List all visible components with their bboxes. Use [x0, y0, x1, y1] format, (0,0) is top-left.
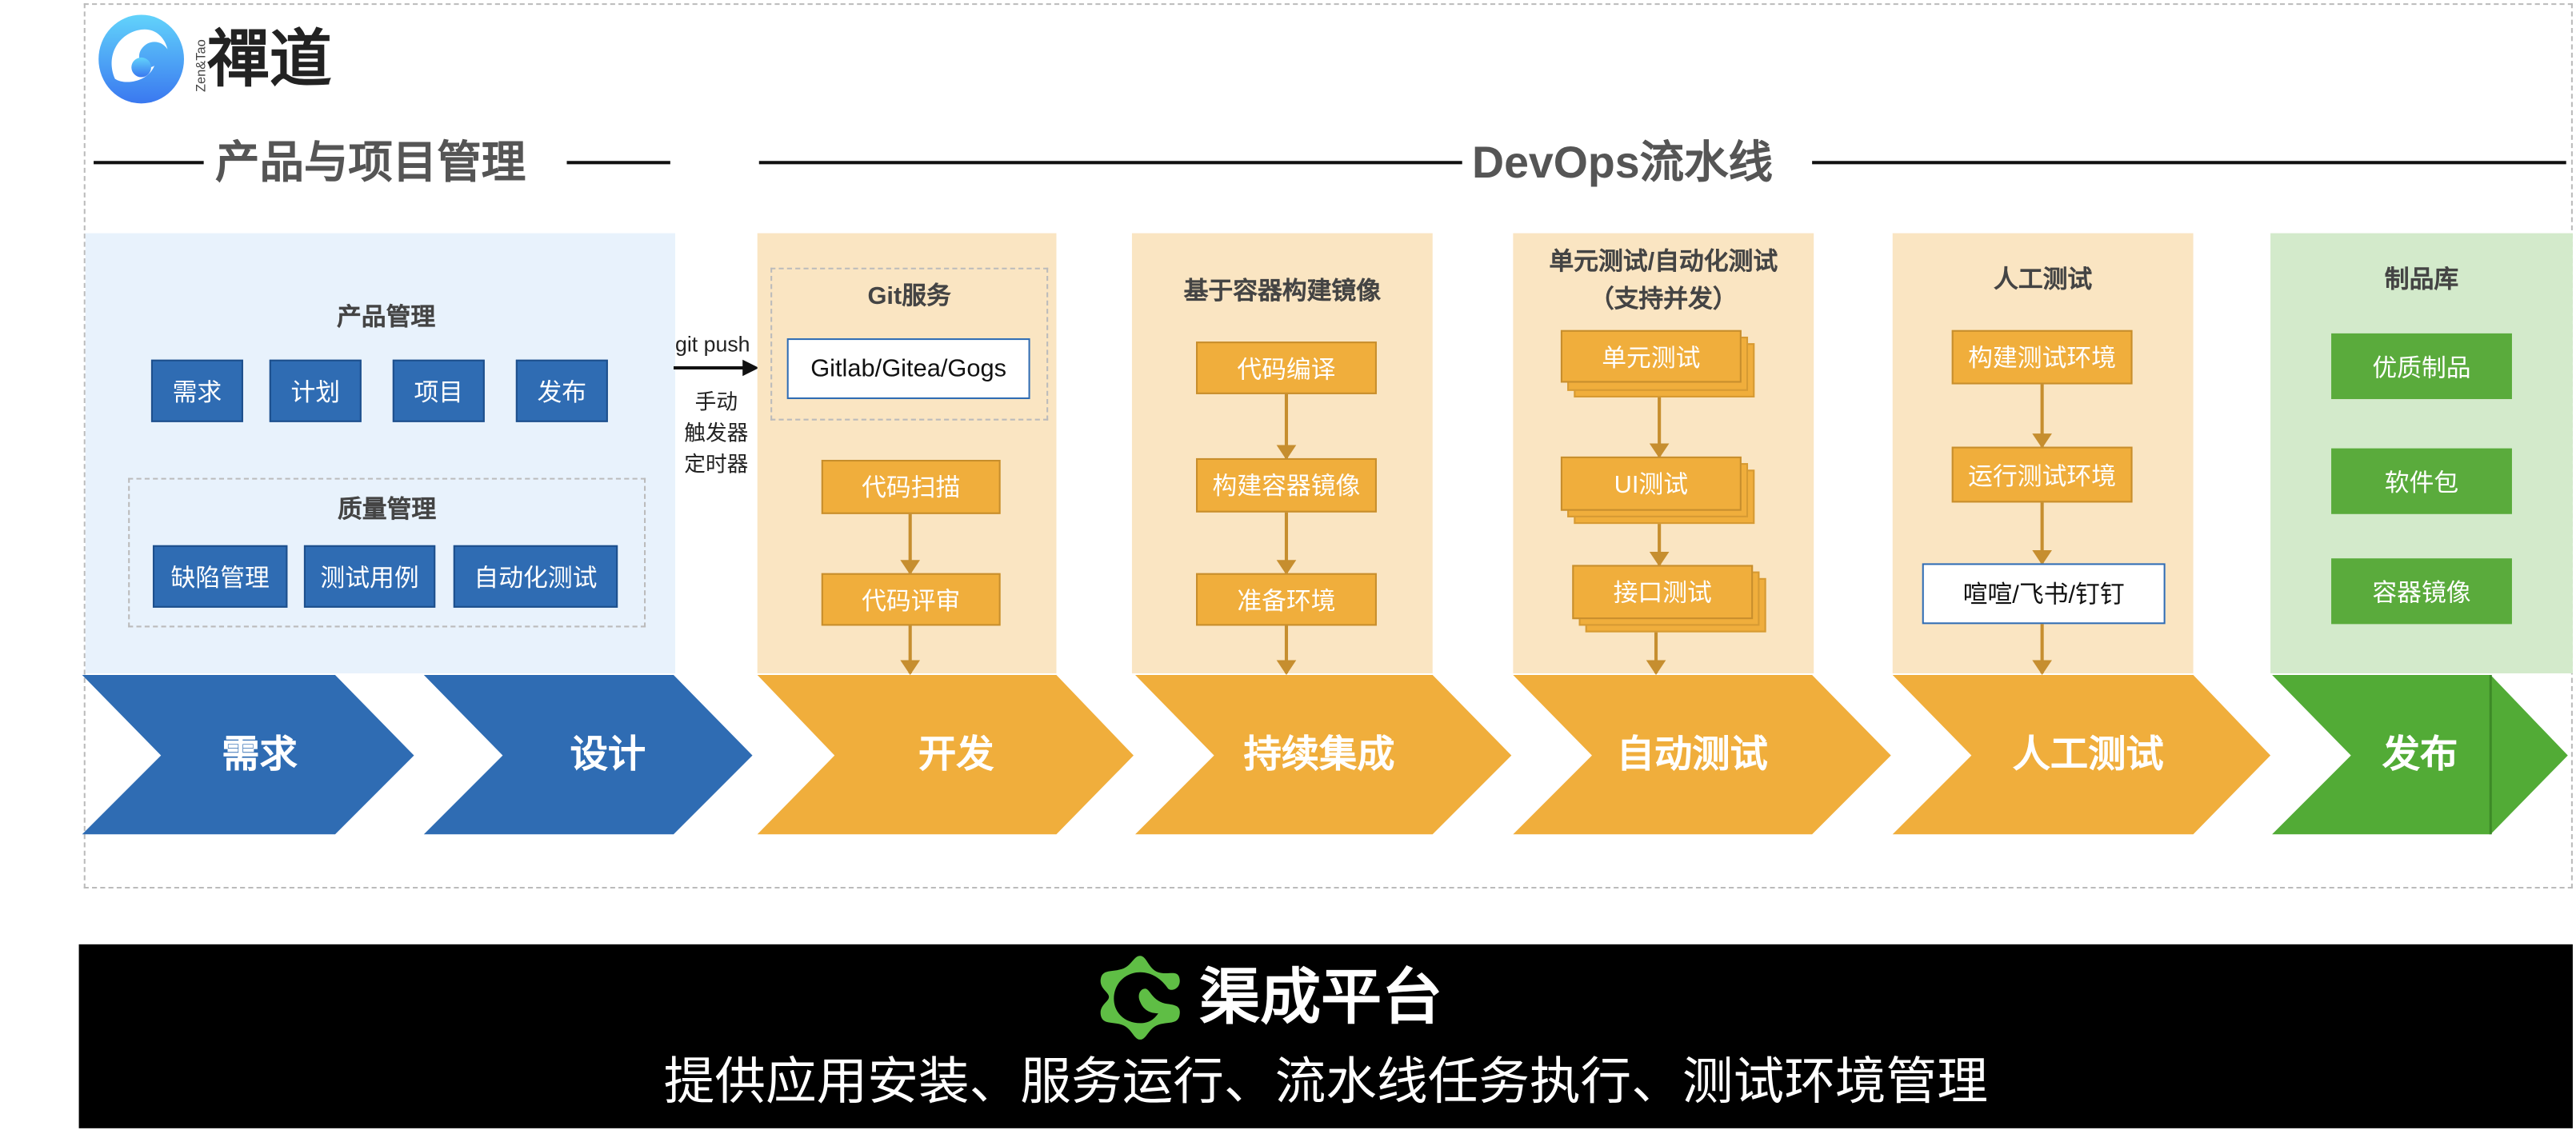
divider — [1812, 161, 2566, 165]
chevron-manualtest — [1892, 675, 2271, 835]
quickon-logo-icon — [1100, 956, 1180, 1040]
trigger-manual: 手动 — [694, 389, 738, 414]
manual-test-title: 人工测试 — [1994, 266, 2093, 294]
chevron-design — [423, 675, 753, 835]
trigger-timer: 定时器 — [684, 451, 749, 477]
ci-title: 基于容器构建镜像 — [1183, 278, 1382, 305]
trigger-list: 手动 触发器 定时器 — [675, 386, 758, 480]
git-service-title: Git服务 — [867, 282, 951, 311]
arrow-down-icon — [1276, 512, 1297, 575]
arrow-down-icon — [2032, 624, 2052, 676]
chevron-release — [2272, 675, 2568, 835]
api-test-step: 接口测试 — [1572, 565, 1754, 620]
platform-banner — [78, 944, 2573, 1128]
demand-button[interactable]: 需求 — [150, 359, 243, 422]
testcase-button[interactable]: 测试用例 — [303, 545, 436, 608]
ui-test-step: UI测试 — [1560, 456, 1742, 511]
stage-develop-label: 开发 — [918, 732, 994, 776]
chevron-develop — [757, 675, 1134, 835]
arrow-down-icon — [2032, 384, 2052, 449]
build-test-env-step: 构建测试环境 — [1951, 329, 2133, 385]
stage-release-label: 发布 — [2382, 732, 2458, 776]
arrow-down-icon — [1649, 397, 1670, 458]
release-button[interactable]: 发布 — [515, 359, 608, 422]
prepare-env-step: 准备环境 — [1196, 573, 1377, 626]
autotest-button[interactable]: 自动化测试 — [453, 545, 618, 608]
git-service-group — [770, 267, 1049, 421]
run-test-env-step: 运行测试环境 — [1951, 446, 2133, 503]
chevron-ci — [1135, 675, 1512, 835]
stage-design-label: 设计 — [570, 732, 646, 776]
product-title: 产品管理 — [336, 303, 436, 332]
arrow-down-icon — [900, 625, 921, 676]
stage-demand-label: 需求 — [222, 732, 298, 776]
autotest-subtitle: （支持并发） — [1589, 285, 1738, 314]
quality-artifact-button[interactable]: 优质制品 — [2331, 333, 2512, 400]
package-button[interactable]: 软件包 — [2331, 448, 2512, 514]
zentao-swirl-icon — [98, 14, 185, 104]
code-review-step: 代码评审 — [821, 573, 1001, 626]
stage-chevrons — [82, 675, 2568, 835]
container-image-button[interactable]: 容器镜像 — [2331, 558, 2512, 625]
divider — [94, 161, 204, 165]
section-title-product: 产品与项目管理 — [215, 138, 526, 188]
arrow-down-icon — [900, 513, 921, 575]
arrow-down-icon — [2032, 502, 2052, 565]
stage-ci-label: 持续集成 — [1243, 732, 1395, 776]
zentao-logo: Zen&Tao 禪道 — [95, 13, 374, 105]
quality-title: 质量管理 — [337, 496, 437, 525]
notify-box: 喧喧/飞书/钉钉 — [1922, 563, 2166, 625]
arrow-down-icon — [1276, 625, 1297, 676]
arrow-down-icon — [1649, 524, 1670, 567]
artifact-title: 制品库 — [2384, 266, 2459, 294]
arrow-down-icon — [1646, 632, 1666, 676]
arrow-down-icon — [1276, 393, 1297, 461]
git-push-label: git push — [675, 331, 750, 357]
project-button[interactable]: 项目 — [392, 359, 485, 422]
build-image-step: 构建容器镜像 — [1196, 457, 1377, 513]
code-scan-step: 代码扫描 — [821, 460, 1001, 514]
plan-button[interactable]: 计划 — [269, 359, 362, 422]
arrow-right-icon — [673, 359, 759, 377]
stage-autotest-label: 自动测试 — [1616, 732, 1768, 776]
divider — [758, 161, 1462, 165]
chevron-demand — [82, 675, 414, 835]
chevron-autotest — [1513, 675, 1891, 835]
compile-step: 代码编译 — [1196, 341, 1377, 394]
unit-test-step: 单元测试 — [1560, 329, 1742, 383]
platform-name: 渠成平台 — [1199, 964, 1443, 1032]
autotest-title: 单元测试/自动化测试 — [1549, 248, 1778, 277]
bug-button[interactable]: 缺陷管理 — [152, 545, 288, 608]
divider — [566, 161, 670, 165]
stage-manualtest-label: 人工测试 — [2012, 732, 2164, 776]
trigger-hook: 触发器 — [684, 420, 749, 445]
quality-group — [128, 477, 646, 628]
section-title-devops: DevOps流水线 — [1472, 138, 1773, 188]
platform-description: 提供应用安装、服务运行、流水线任务执行、测试环境管理 — [663, 1052, 1988, 1111]
logo-text: 禪道 — [206, 21, 332, 96]
git-provider-box: Gitlab/Gitea/Gogs — [786, 338, 1030, 400]
